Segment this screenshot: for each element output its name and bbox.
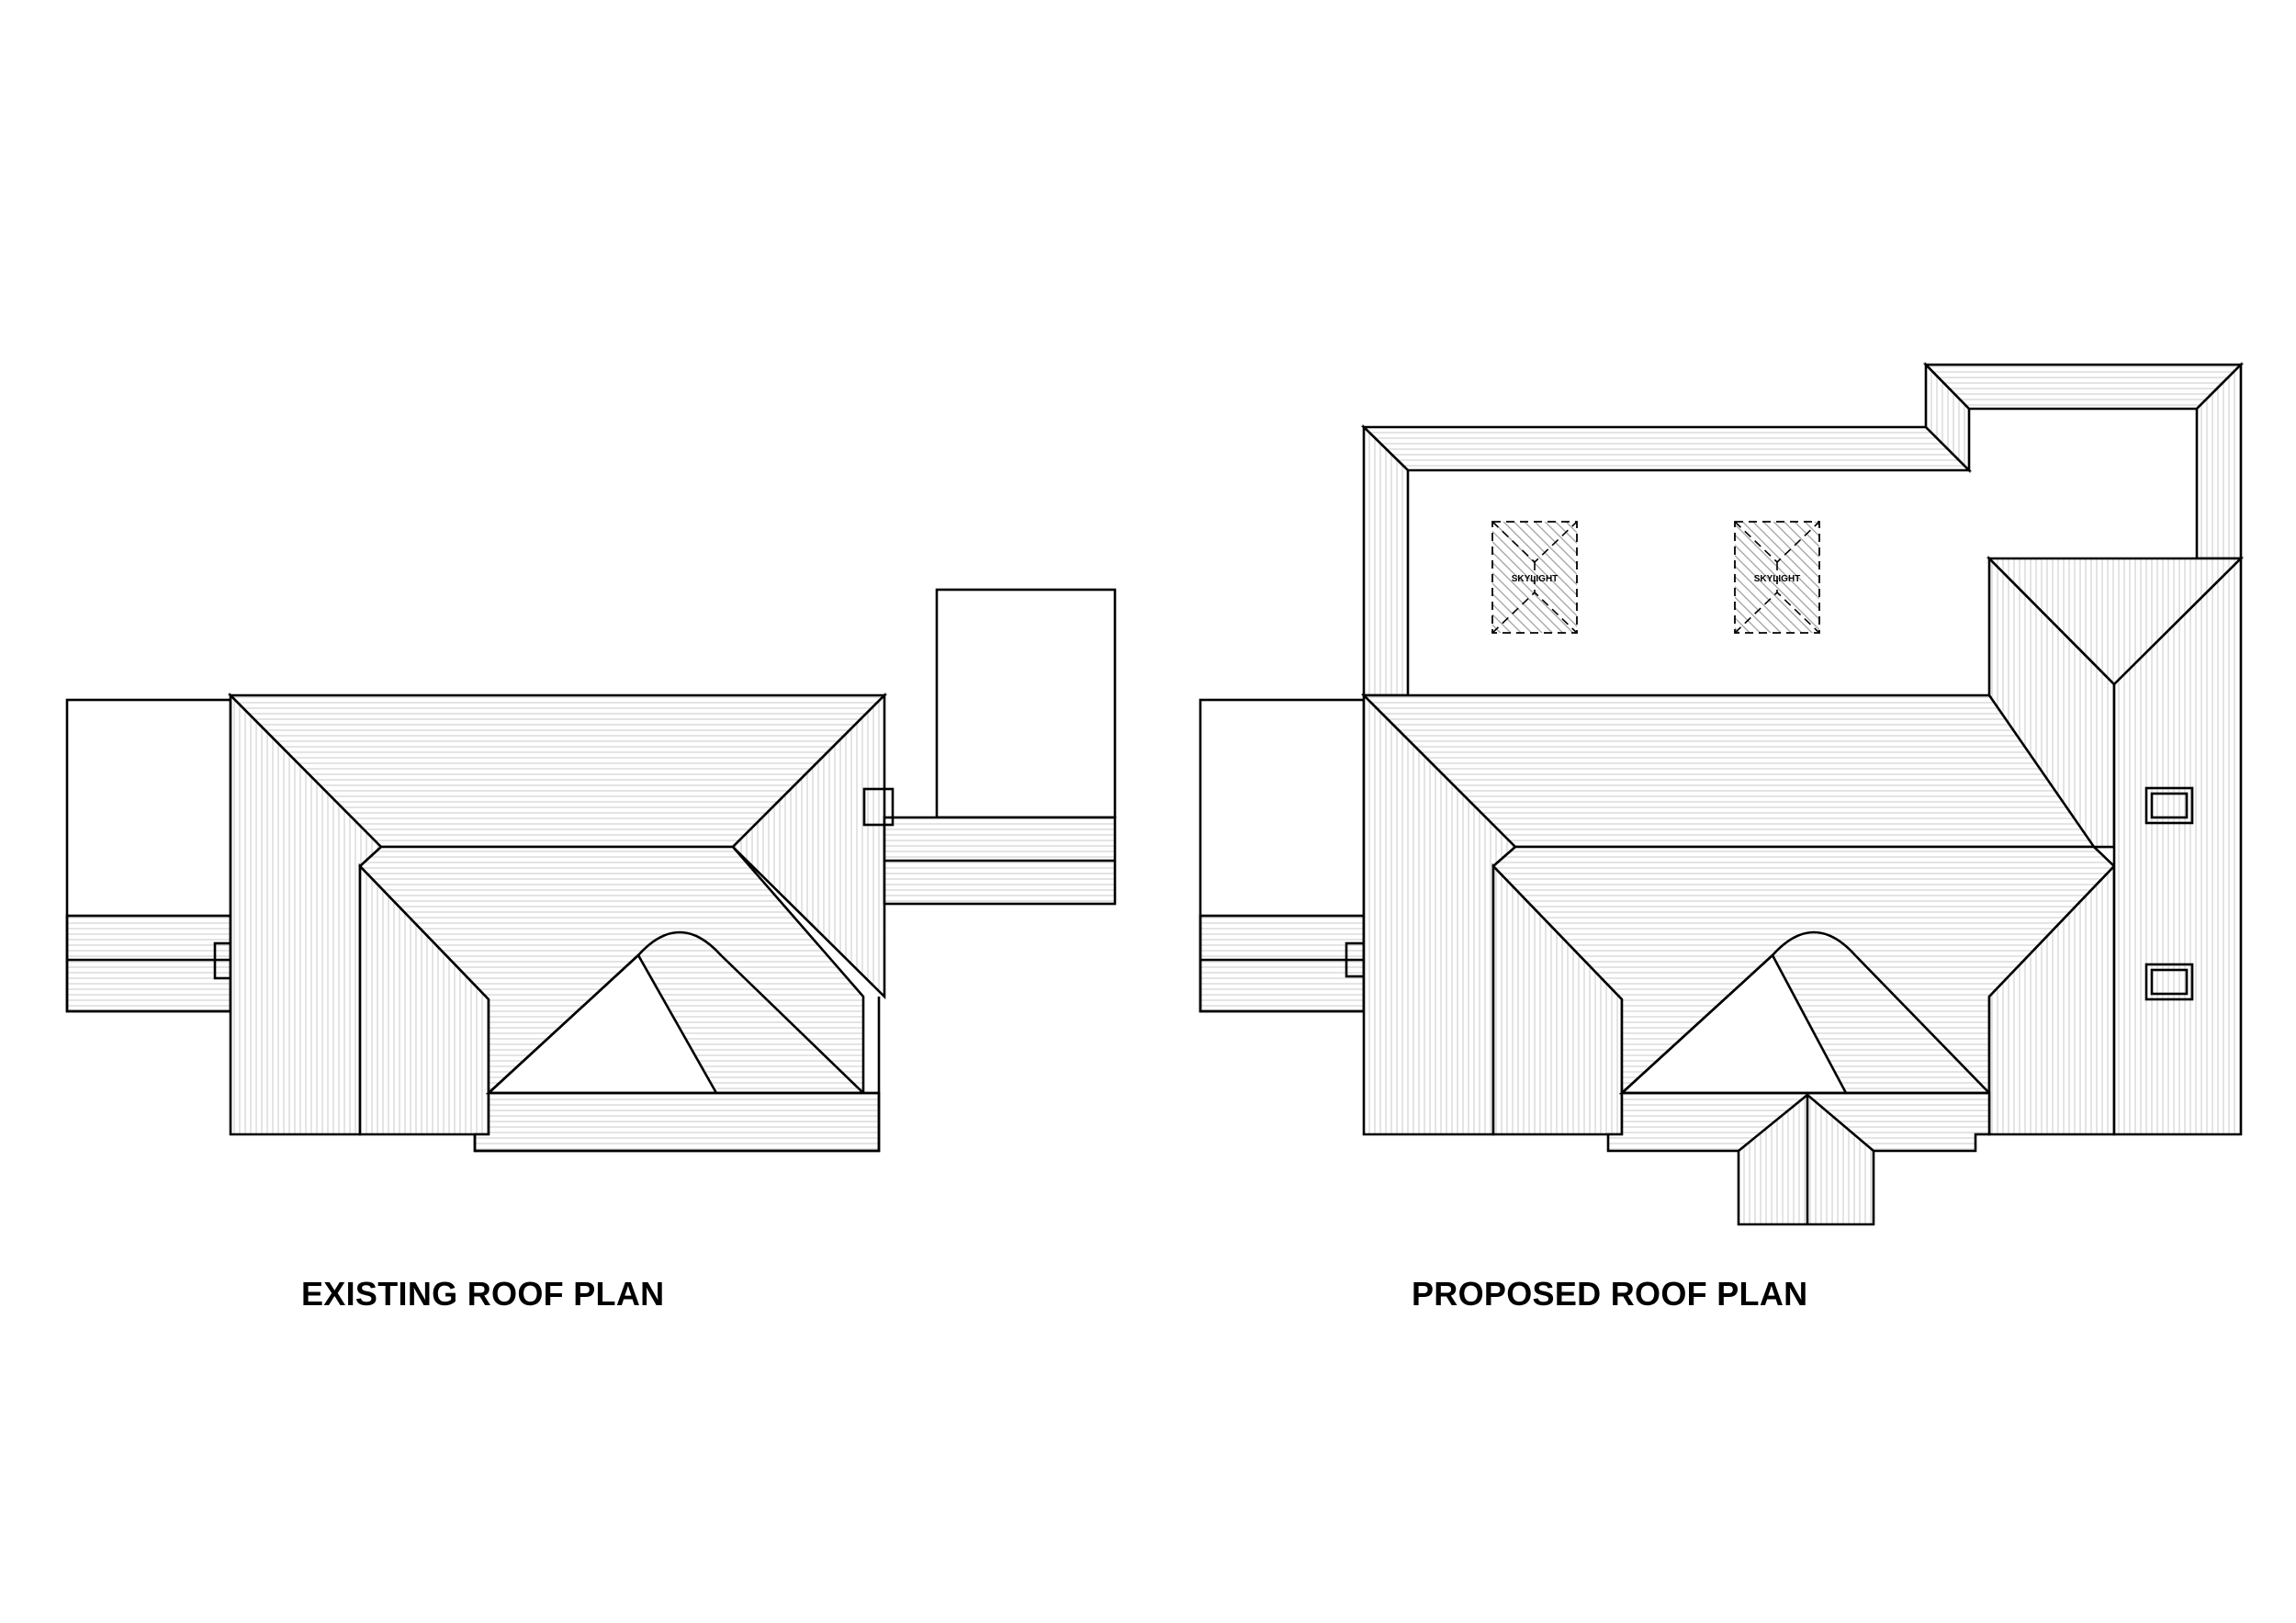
proposed-right-extension xyxy=(1986,555,2245,1136)
proposed-left-annex xyxy=(1199,698,1383,1013)
skylight-1-label: SKYLIGHT xyxy=(1512,574,1559,584)
roof-window-1 xyxy=(2144,786,2194,825)
skylight-2-label: SKYLIGHT xyxy=(1754,574,1801,584)
roof-window-2 xyxy=(2144,963,2194,1001)
existing-right-annex xyxy=(862,588,1117,906)
existing-main-roof xyxy=(227,692,888,1153)
proposed-main-roof xyxy=(1360,692,2117,1226)
proposed-roof-plan: SKYLIGHT SKYLIGHT xyxy=(1199,361,2245,1226)
proposed-roof-plan-label: PROPOSED ROOF PLAN xyxy=(1412,1275,1808,1313)
existing-left-annex xyxy=(65,698,252,1013)
existing-roof-plan xyxy=(65,588,1117,1153)
existing-right-chimney xyxy=(862,787,895,827)
skylight-2: SKYLIGHT xyxy=(1734,521,1820,634)
existing-roof-plan-label: EXISTING ROOF PLAN xyxy=(301,1275,665,1313)
skylight-1: SKYLIGHT xyxy=(1491,521,1578,634)
